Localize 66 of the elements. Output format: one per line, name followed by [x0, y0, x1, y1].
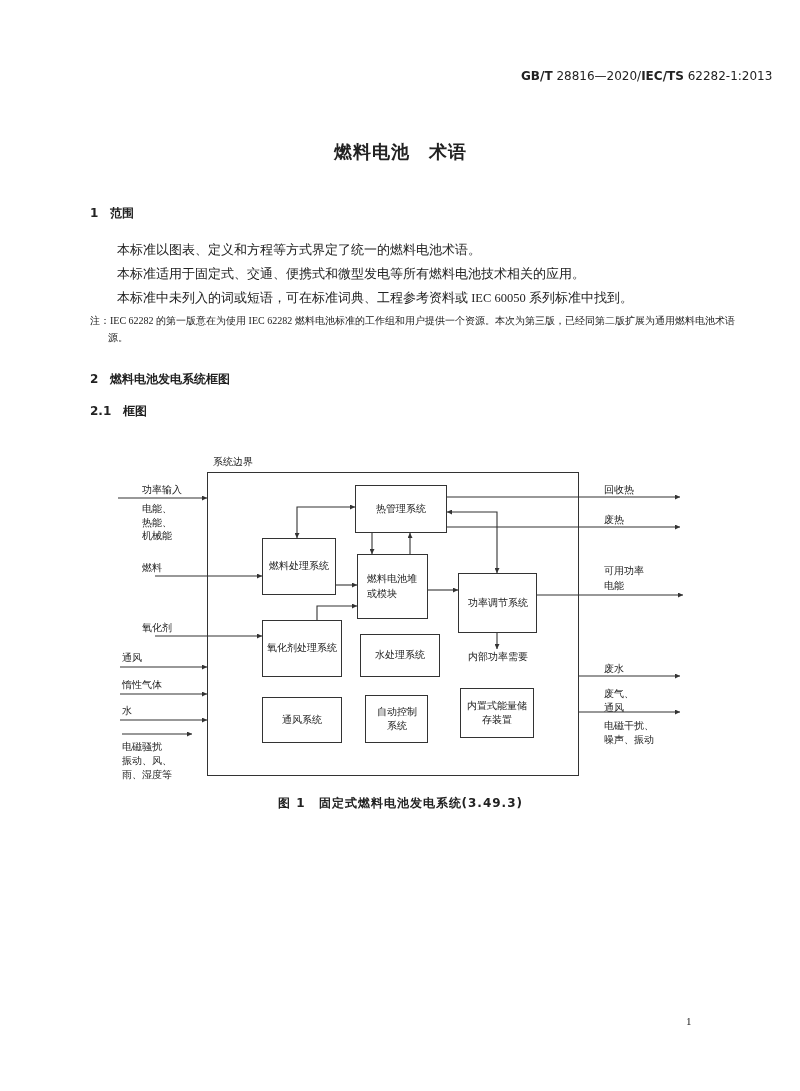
figure-caption: 图 1 固定式燃料电池发电系统(3.49.3)	[278, 796, 523, 812]
box-label: 自动控制系统	[375, 704, 418, 733]
input-description: 振动、风、雨、湿度等	[122, 754, 173, 781]
arrow	[119, 691, 208, 697]
output-description: 电磁干扰、噪声、振动	[604, 719, 655, 746]
process-box	[262, 538, 336, 595]
arrow	[369, 532, 375, 555]
paragraph: 本标准适用于固定式、交通、便携式和微型发电等所有燃料电池技术相关的应用。	[117, 266, 585, 283]
box-label: 燃料电池堆或模块	[366, 572, 418, 601]
output-description: 电能	[604, 579, 624, 592]
edge-label: 氧化剂	[142, 621, 172, 635]
boundary-label: 系统边界	[213, 455, 253, 468]
edge-label: 通风	[122, 651, 142, 665]
paragraph: 本标准中未列入的词或短语，可在标准词典、工程参考资料或 IEC 60050 系列标准中找到。	[117, 290, 633, 307]
arrow	[154, 573, 263, 579]
section-heading: 2.1 框图	[90, 404, 148, 420]
arrow	[446, 524, 681, 530]
section-heading: 2 燃料电池发电系统框图	[90, 372, 231, 388]
arrow	[536, 592, 684, 598]
process-box	[365, 695, 428, 743]
document-code: GB/T 28816—2020/IEC/TS 62282-1:2013	[521, 69, 773, 85]
input-description: 电能、热能、机械能	[142, 502, 173, 543]
arrow	[294, 504, 356, 539]
process-box	[360, 634, 440, 677]
box-label: 功率调节系统	[467, 595, 528, 610]
process-box	[460, 688, 534, 738]
input-description: 电磁骚扰	[122, 740, 162, 753]
box-label: 水处理系统	[375, 648, 425, 663]
edge-label: 功率输入	[142, 483, 182, 497]
arrow	[117, 495, 208, 501]
arrow	[335, 582, 358, 588]
section-heading: 1 范围	[90, 206, 135, 222]
box-label: 氧化剂处理系统	[267, 641, 337, 656]
flow-label: 内部功率需要	[461, 649, 535, 665]
process-box	[458, 573, 537, 633]
process-box	[262, 697, 342, 743]
arrow	[427, 587, 459, 593]
paragraph: 本标准以图表、定义和方程等方式界定了统一的燃料电池术语。	[117, 242, 481, 259]
box-label: 燃料处理系统	[269, 559, 329, 574]
arrow	[446, 509, 500, 574]
box-label: 通风系统	[282, 712, 322, 727]
page-number: 1	[686, 1014, 692, 1029]
edge-label: 废热	[604, 513, 624, 527]
edge-label: 惰性气体	[122, 678, 162, 692]
process-box	[355, 485, 447, 533]
arrow	[119, 717, 208, 723]
box-label: 内置式能量储存装置	[466, 698, 528, 727]
note-text: 注：IEC 62282 的第一版意在为使用 IEC 62282 燃料电池标准的工作组和用户提供一个资源。本次为第三版，已经同第二版扩展为通用燃料电池术语源。	[90, 314, 736, 345]
document-title: 燃料电池 术语	[332, 140, 468, 164]
edge-label: 可用功率	[604, 564, 644, 578]
arrow	[494, 632, 500, 650]
arrow	[578, 709, 681, 715]
arrow	[119, 664, 208, 670]
edge-label: 回收热	[604, 483, 634, 497]
edge-label: 废水	[604, 662, 624, 676]
arrow	[446, 494, 681, 500]
edge-label: 燃料	[142, 561, 162, 575]
arrow	[316, 603, 358, 621]
arrow	[578, 673, 681, 679]
edge-label: 水	[122, 704, 132, 718]
process-box	[357, 554, 428, 619]
box-label: 热管理系统	[376, 501, 426, 516]
arrow	[407, 532, 413, 555]
arrow	[154, 633, 263, 639]
edge-label: 废气、通风	[604, 687, 635, 714]
process-box	[262, 620, 342, 677]
